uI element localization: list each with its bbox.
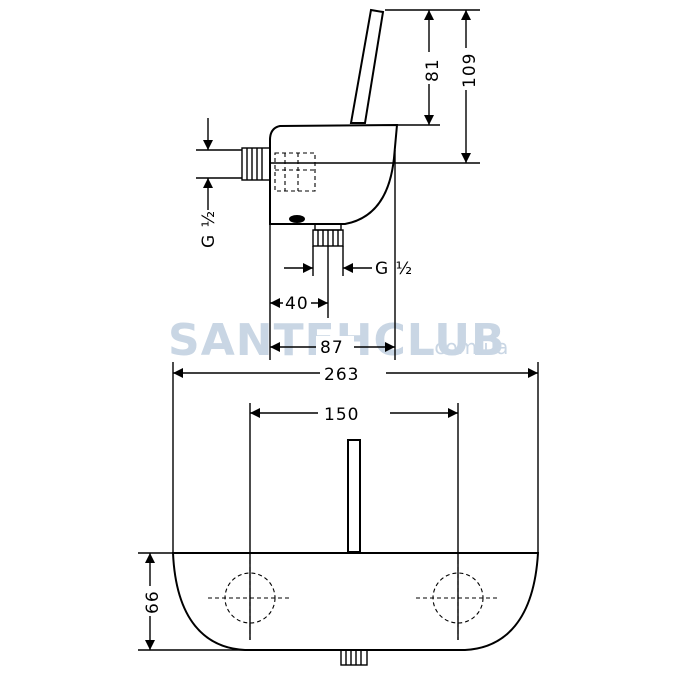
dim-150-label: 150	[324, 405, 359, 425]
front-outlet	[340, 649, 368, 666]
inlet-connector	[241, 147, 271, 181]
thread-bottom-label: G ½	[375, 259, 413, 279]
watermark-domain: .com.ua	[428, 335, 508, 359]
side-view: 109 81 G ½ G ½ 40 87	[196, 8, 480, 360]
mixer-body	[269, 123, 399, 225]
dim-263-label: 263	[324, 365, 359, 385]
dim-40-label: 40	[285, 294, 309, 314]
dim-109-label: 109	[460, 53, 480, 88]
dim-87-label: 87	[320, 338, 344, 358]
internal-cartridge	[274, 152, 316, 192]
watermark: SANTEHCLUB .com.ua	[168, 315, 508, 366]
left-knob-outline	[208, 560, 292, 640]
handle-stem-front	[347, 439, 361, 553]
handle-lever	[349, 8, 385, 124]
body-hole	[289, 215, 305, 223]
thread-left-label: G ½	[199, 210, 219, 248]
right-knob-outline	[416, 560, 500, 640]
front-body	[171, 552, 540, 651]
bottom-outlet	[312, 223, 344, 247]
dim-81-label: 81	[423, 58, 443, 82]
front-view: 263 150	[138, 362, 540, 666]
dim-66-label: 66	[143, 590, 163, 614]
